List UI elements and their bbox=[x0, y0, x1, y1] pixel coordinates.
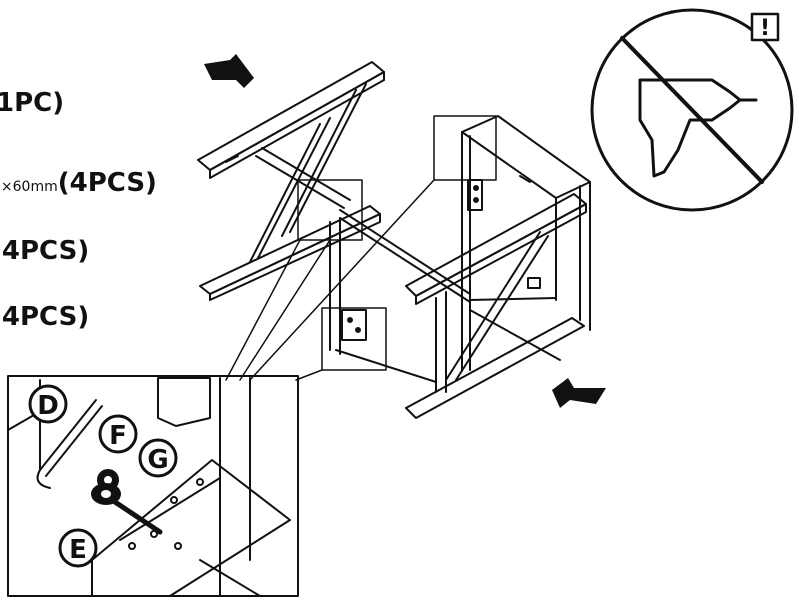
parts-line-4-text: (4PCS) bbox=[0, 302, 90, 332]
right-frame bbox=[329, 115, 591, 419]
detail-inset bbox=[7, 375, 299, 597]
parts-line-1: 1PC) bbox=[0, 88, 64, 118]
parts-line-2-qty: (4PCS) bbox=[57, 168, 157, 198]
callout-f-label: F bbox=[109, 421, 127, 451]
parts-line-2: 6×60mm(4PCS) bbox=[0, 168, 157, 198]
callout-e-label: E bbox=[69, 535, 87, 565]
callout-f: F bbox=[98, 414, 138, 454]
callout-g: G bbox=[138, 438, 178, 478]
parts-line-2-size: 6×60mm bbox=[0, 179, 58, 195]
callout-g-label: G bbox=[147, 445, 168, 475]
no-power-drill-icon bbox=[590, 8, 794, 212]
warning-badge: ! bbox=[750, 12, 780, 42]
callout-d: D bbox=[28, 384, 68, 424]
arrow-right-icon bbox=[204, 54, 254, 88]
callout-d-label: D bbox=[37, 391, 59, 421]
parts-line-3-text: (4PCS) bbox=[0, 236, 90, 266]
parts-line-4: (4PCS) bbox=[0, 302, 89, 332]
arrow-left-icon bbox=[552, 378, 606, 408]
left-frame bbox=[197, 61, 385, 301]
detail-callout-boxes bbox=[225, 115, 497, 381]
parts-line-1-text: 1PC) bbox=[0, 88, 65, 118]
callout-e: E bbox=[58, 528, 98, 568]
parts-line-3: (4PCS) bbox=[0, 236, 89, 266]
warning-badge-label: ! bbox=[760, 16, 770, 41]
